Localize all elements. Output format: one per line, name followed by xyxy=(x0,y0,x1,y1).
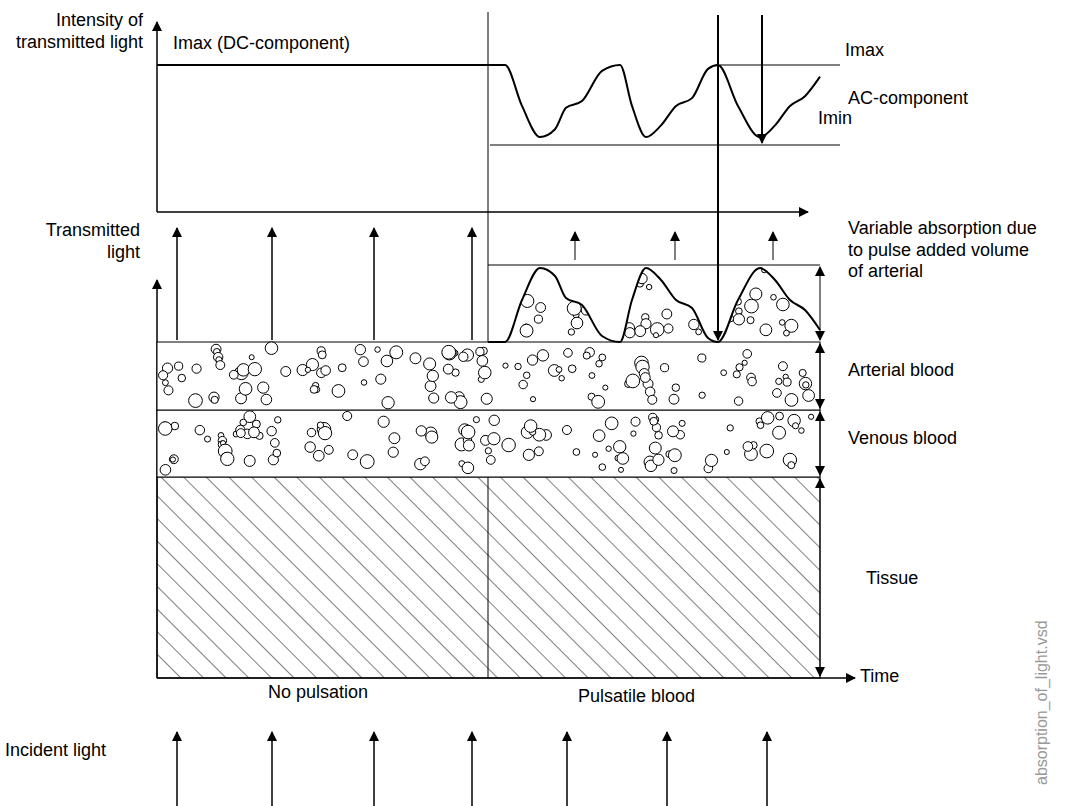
region-label: No pulsation xyxy=(268,682,368,704)
imin-label: Imin xyxy=(818,108,852,130)
band-label: Venous blood xyxy=(848,428,957,450)
light-arrows xyxy=(177,15,820,676)
callout-text: Variable absorption due to pulse added v… xyxy=(848,218,1038,283)
axis-label: Time xyxy=(860,666,899,688)
band-label: Arterial blood xyxy=(848,360,954,382)
dc-label: Imax (DC-component) xyxy=(173,33,350,55)
imax-label: Imax xyxy=(845,40,884,62)
ac-waveform xyxy=(488,65,820,137)
venous-band xyxy=(157,410,820,477)
band-label: Tissue xyxy=(866,568,918,590)
input-label: Incident light xyxy=(5,740,106,762)
incident-arrows xyxy=(177,732,767,806)
blood-cells xyxy=(158,263,815,475)
pulse-volume xyxy=(488,268,820,342)
region-label: Pulsatile blood xyxy=(578,686,695,708)
axes xyxy=(157,12,855,678)
axis-title: Transmitted light xyxy=(15,220,140,263)
ac-label: AC-component xyxy=(848,88,968,110)
tissue-band xyxy=(157,477,820,678)
axis-title: Intensity of transmitted light xyxy=(15,10,143,53)
watermark: absorption_of_light.vsd xyxy=(1032,620,1051,785)
pulse-top-line xyxy=(488,265,820,266)
arterial-band xyxy=(157,342,820,410)
